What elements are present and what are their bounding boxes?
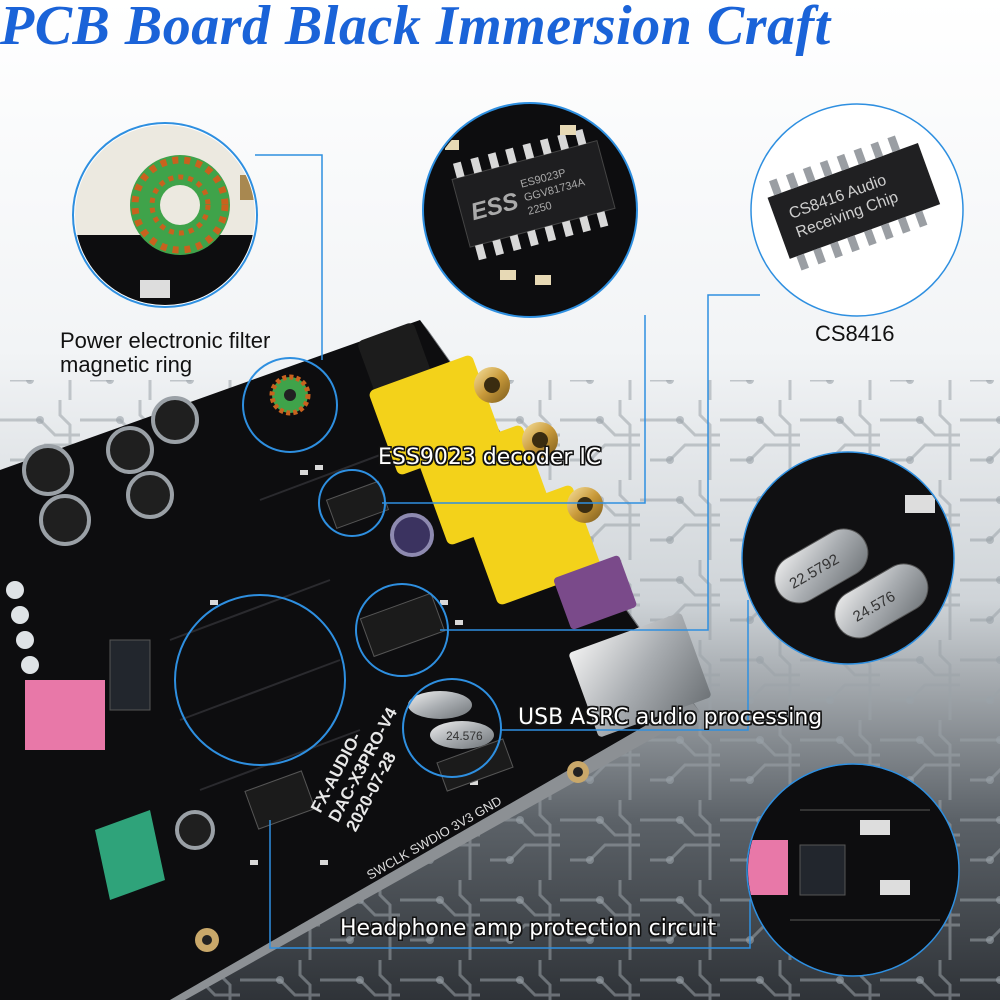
zoom-crystals: 22.5792 24.576 — [741, 451, 955, 665]
label-usb-asrc: USB ASRC audio processing — [518, 705, 823, 730]
zoom-headphone-circuit — [746, 763, 960, 977]
capacitors — [22, 396, 434, 850]
zoom-ess-chip: ESS ES9023P GGV81734A 2250 — [422, 102, 638, 318]
board-chips: 24.576 — [109, 480, 514, 830]
side-components — [6, 581, 165, 900]
label-cs8416: CS8416 — [815, 321, 895, 346]
board-crystal-text: 24.576 — [446, 729, 483, 743]
label-filter-line1: Power electronic filter — [60, 328, 271, 353]
optical-port — [554, 555, 637, 630]
zoom-cs8416-chip: CS8416 Audio Receiving Chip — [750, 103, 964, 317]
page-title: PCB Board Black Immersion Craft — [0, 0, 831, 57]
label-filter-line2: magnetic ring — [60, 352, 193, 377]
callout-lines — [255, 154, 760, 949]
board-toroid — [269, 374, 311, 416]
usb-port — [569, 613, 711, 737]
label-headphone: Headphone amp protection circuit — [340, 916, 717, 941]
zoom-filter-ring — [72, 122, 258, 308]
rca-connectors — [369, 355, 603, 605]
label-ess9023: ESS9023 decoder IC — [378, 445, 602, 470]
highlight-rings — [174, 357, 502, 778]
